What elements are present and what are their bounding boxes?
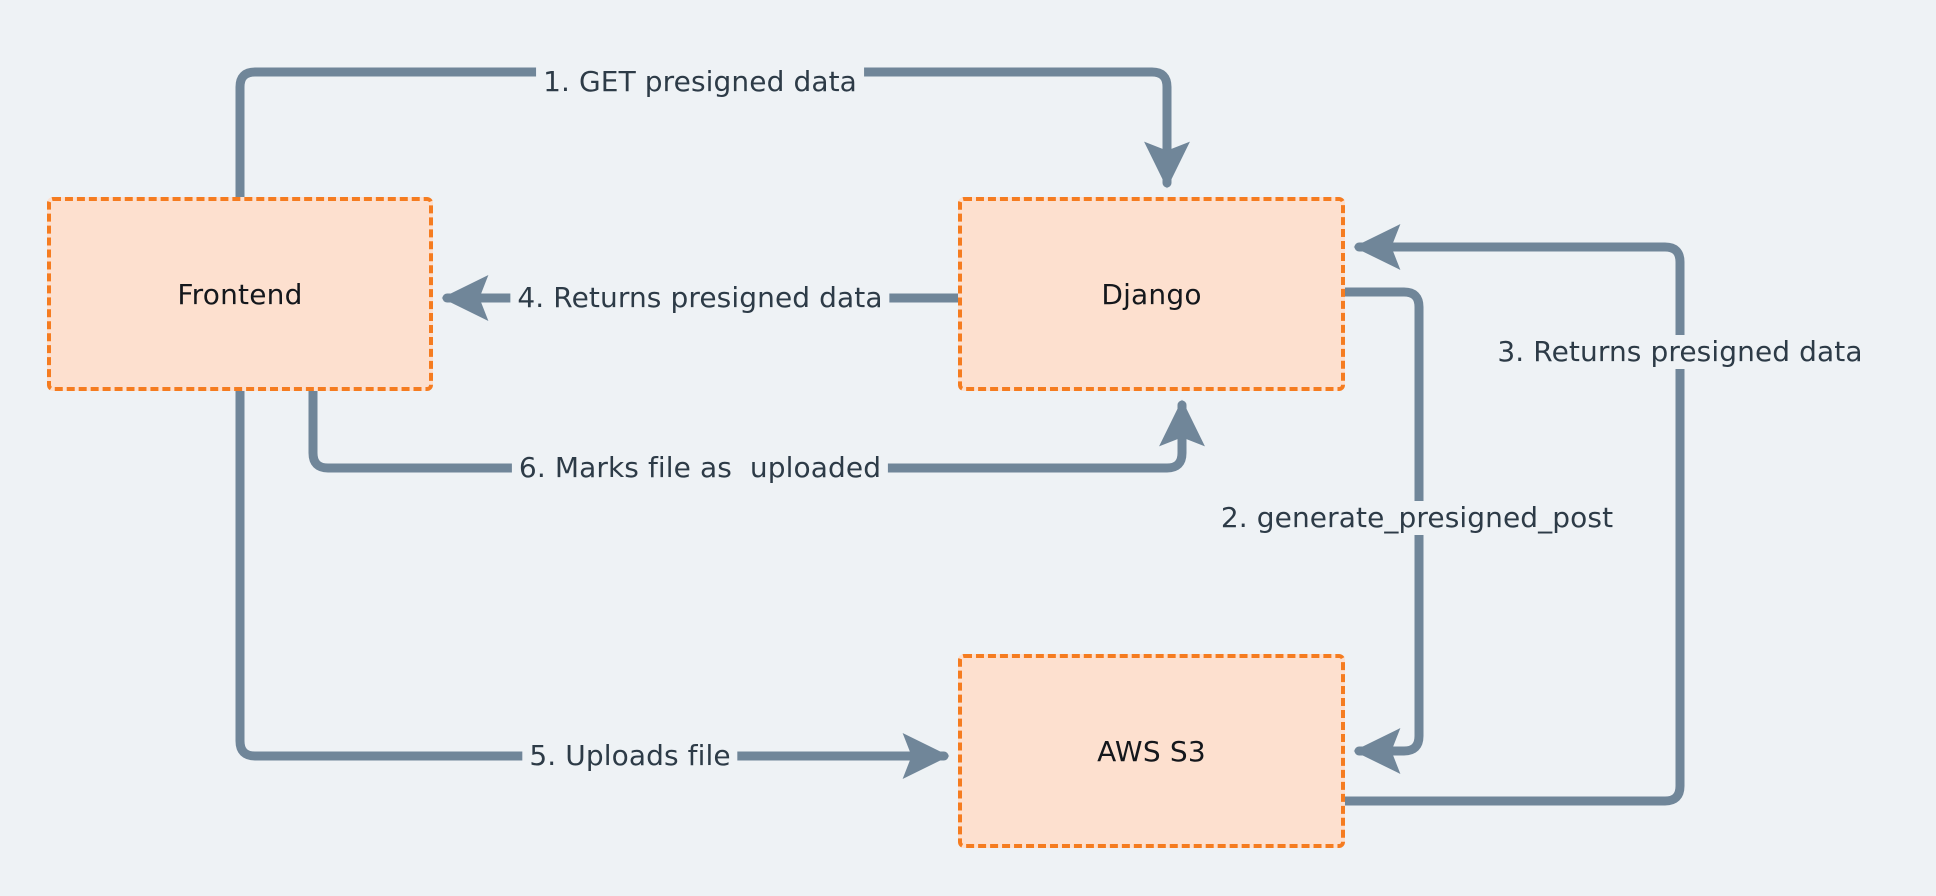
edge-label-5: 5. Uploads file (522, 739, 738, 773)
edge-label-2: 2. generate_presigned_post (1213, 501, 1621, 535)
edge-path-5 (235, 386, 950, 779)
edge-label-4: 4. Returns presigned data (510, 281, 890, 315)
edge-path-3 (1340, 224, 1685, 806)
node-aws-s3[interactable]: AWS S3 (958, 654, 1345, 848)
edge-label-6: 6. Marks file as uploaded (511, 451, 889, 485)
node-frontend-label: Frontend (177, 277, 303, 311)
edge-label-1: 1. GET presigned data (536, 65, 864, 99)
node-frontend[interactable]: Frontend (47, 197, 433, 391)
edge-label-3: 3. Returns presigned data (1490, 335, 1870, 369)
node-django-label: Django (1101, 277, 1202, 311)
node-django[interactable]: Django (958, 197, 1345, 391)
node-aws-s3-label: AWS S3 (1097, 734, 1206, 768)
